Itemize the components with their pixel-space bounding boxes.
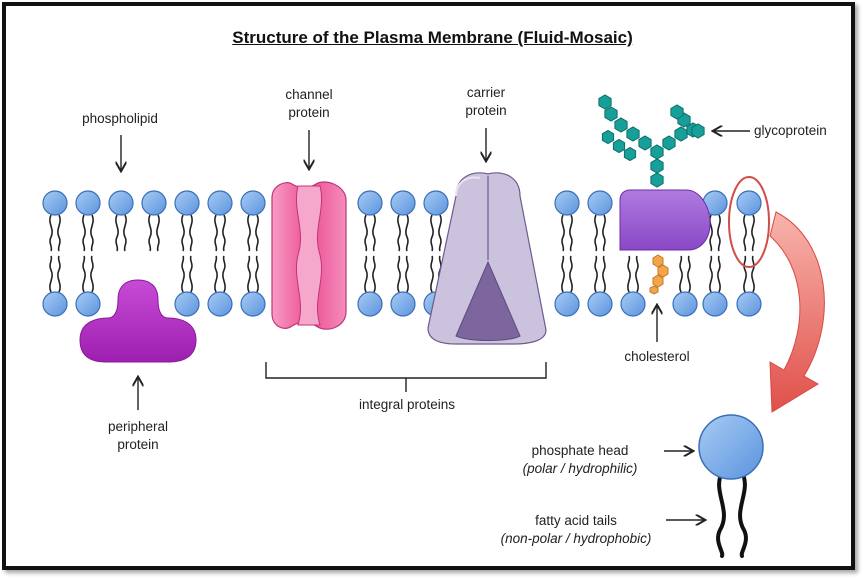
label-phosphate-head: phosphate head (polar / hydrophilic) (500, 442, 660, 478)
sugar-unit (613, 140, 624, 153)
sugar-unit (692, 124, 704, 138)
phospholipid-head (76, 191, 100, 215)
phospholipid-head (703, 292, 727, 316)
phospholipid-head (358, 191, 382, 215)
phospholipid-head (208, 292, 232, 316)
label-channel-protein: channel protein (269, 86, 349, 122)
sugar-unit (627, 127, 639, 141)
phospholipid-head (109, 191, 133, 215)
phospholipid-head (391, 292, 415, 316)
phospholipid-head (621, 292, 645, 316)
label-fatty-acid-note: (non-polar / hydrophobic) (488, 530, 664, 548)
sugar-unit (663, 136, 675, 150)
label-glycoprotein: glycoprotein (754, 122, 854, 140)
label-phosphate-head-text: phosphate head (500, 442, 660, 460)
phospholipid-head (555, 292, 579, 316)
label-fatty-acid-tails: fatty acid tails (non-polar / hydrophobi… (488, 512, 664, 548)
phospholipid-head (43, 292, 67, 316)
label-phosphate-head-note: (polar / hydrophilic) (500, 460, 660, 478)
phospholipid-detail (699, 415, 763, 556)
sugar-unit (599, 95, 611, 109)
cholesterol (650, 255, 668, 294)
phospholipid-head (424, 191, 448, 215)
sugar-unit (602, 131, 613, 144)
sugar-unit (615, 118, 627, 132)
callout-arrow (770, 212, 824, 412)
phospholipid-head (142, 191, 166, 215)
phospholipid-head (208, 191, 232, 215)
phospholipid-head (358, 292, 382, 316)
phospholipid-head (673, 292, 697, 316)
sugar-unit (651, 145, 663, 159)
phospholipid-head (391, 191, 415, 215)
label-channel-line1: channel (269, 86, 349, 104)
label-phospholipid: phospholipid (70, 110, 170, 128)
phospholipid-head (43, 191, 67, 215)
phospholipid-head (588, 292, 612, 316)
sugar-unit (651, 159, 663, 173)
phospholipid-head (588, 191, 612, 215)
label-carrier-line1: carrier (446, 84, 526, 102)
label-integral-proteins: integral proteins (340, 396, 474, 414)
phospholipid-head (241, 191, 265, 215)
phospholipid-head (175, 191, 199, 215)
label-peripheral-line2: protein (92, 436, 184, 454)
phospholipid-head (737, 292, 761, 316)
phospholipid-head (241, 292, 265, 316)
label-channel-line2: protein (269, 104, 349, 122)
label-cholesterol: cholesterol (612, 348, 702, 366)
phospholipid-head (737, 191, 761, 215)
glycoprotein (599, 95, 710, 250)
phospholipid-head (555, 191, 579, 215)
channel-protein (272, 182, 346, 329)
label-carrier-line2: protein (446, 102, 526, 120)
sugar-unit (675, 127, 687, 141)
sugar-unit (651, 173, 663, 187)
phospholipid-head (175, 292, 199, 316)
sugar-unit (605, 107, 617, 121)
phospholipid-head (76, 292, 100, 316)
sugar-unit (624, 148, 635, 161)
sugar-unit (671, 105, 683, 119)
integral-bracket (266, 362, 546, 392)
label-peripheral-protein: peripheral protein (92, 418, 184, 454)
label-carrier-protein: carrier protein (446, 84, 526, 120)
label-fatty-acid-text: fatty acid tails (488, 512, 664, 530)
label-peripheral-line1: peripheral (92, 418, 184, 436)
sugar-unit (639, 136, 651, 150)
peripheral-protein (80, 280, 196, 362)
